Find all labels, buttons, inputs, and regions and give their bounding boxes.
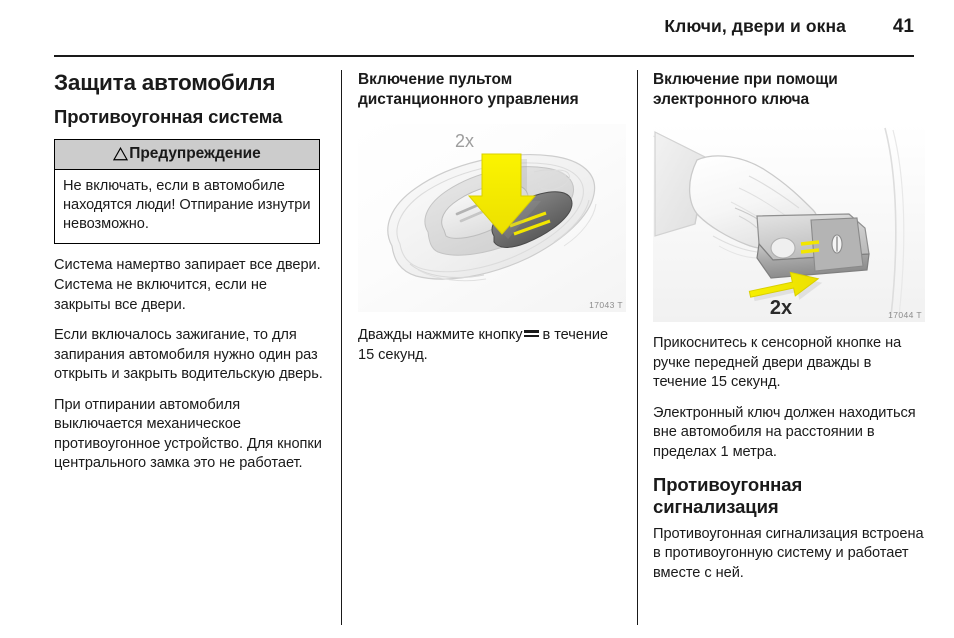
left-paragraph-3: При отпирании автомобиля выключается мех…: [54, 396, 322, 472]
page-number: 41: [892, 16, 914, 37]
figure-annotation-2x: 2x: [770, 297, 792, 319]
subsection-title: Противоугонная система: [54, 105, 283, 127]
middle-column: Включение пультом дистанционного управле…: [358, 70, 626, 365]
alarm-section-heading: Противоугонная сигнализация: [653, 473, 803, 518]
right-paragraph-1: Прикоснитесь к сенсорной кнопке на ручке…: [653, 335, 902, 391]
warning-box: Предупреждение Не включать, если в автом…: [54, 138, 320, 245]
caption-text-before-icon: Дважды нажмите кнопку: [358, 327, 523, 344]
warning-text: Не включать, если в автомобиле находятся…: [63, 177, 311, 233]
figure-number: 17044 T: [888, 310, 922, 321]
middle-column-heading: Включение пультом дистанционного управле…: [358, 71, 579, 109]
left-paragraph-2: Если включалось зажигание, то для запира…: [54, 327, 323, 383]
figure-annotation-2x: 2x: [455, 131, 474, 151]
right-column: Включение при помощи электронного ключа: [653, 70, 925, 583]
header-chapter-title: Ключи, двери и окна: [664, 16, 846, 36]
header-divider-rule: [54, 55, 914, 57]
alarm-section-paragraph: Противоугонная сигнализация встроена в п…: [653, 525, 924, 581]
figure-number: 17043 T: [589, 300, 623, 311]
left-paragraph-1: Система намертво запирает все двери. Сис…: [54, 257, 321, 313]
hand-on-door-handle-illustration: 2x 17044 T: [653, 124, 925, 323]
lock-button-icon: [524, 329, 540, 338]
right-column-heading: Включение при помощи электронного ключа: [653, 71, 838, 109]
caption-text-after-icon: в течение 15 секунд.: [358, 327, 609, 363]
section-title: Защита автомобиля: [54, 70, 276, 95]
page-header: Ключи, двери и окна 41: [54, 16, 914, 54]
warning-label: Предупреждение: [129, 144, 261, 162]
left-column: Защита автомобиля Противоугонная система…: [54, 70, 326, 474]
right-paragraph-2: Электронный ключ должен находиться вне а…: [653, 404, 916, 461]
column-divider-left: [341, 70, 342, 625]
warning-box-header: Предупреждение: [55, 139, 319, 170]
remote-key-fob-illustration: 2x 17043 T: [358, 124, 626, 313]
warning-triangle-icon: [113, 146, 129, 161]
column-divider-right: [637, 70, 638, 625]
